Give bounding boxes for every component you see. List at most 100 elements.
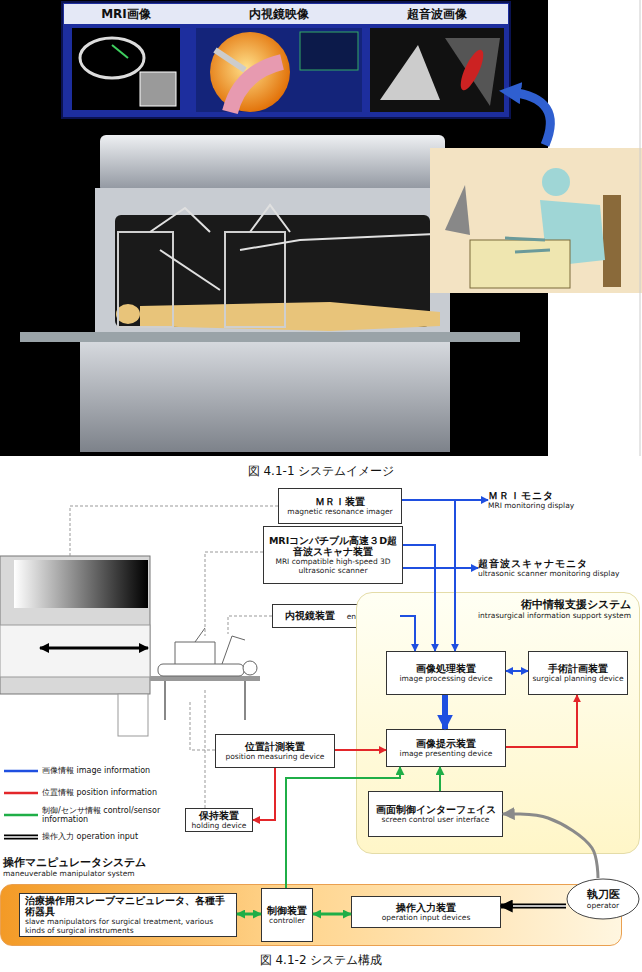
connector-arrow: [237, 914, 261, 915]
node-subtitle: ultrasonic scanner monitoring display: [478, 569, 619, 578]
connector-line: [402, 500, 455, 651]
device-box: MRIコンパチブル高速３D超音波スキャナ装置MRI compatible hig…: [263, 526, 403, 584]
connector-line: [335, 749, 386, 751]
legend-text: 制御/センサ情報 control/sensor information: [42, 806, 167, 824]
node-text: ＭＲＩ装置magnetic resonance imager: [279, 489, 401, 523]
divider: [640, 0, 641, 456]
monitor-label: 超音波スキャナモニタultrasonic scanner monitoring …: [478, 558, 638, 590]
legend-entry: 位置情報 position information: [2, 782, 167, 804]
device-box: 画面制御インターフェイスscreen control user interfac…: [368, 791, 503, 837]
connector-line: [442, 695, 448, 729]
node-title: 保持装置: [199, 810, 239, 821]
patient-table: [150, 676, 260, 681]
connector-line: [286, 767, 400, 888]
node-title: 操作マニピュレータシステム: [3, 856, 146, 869]
connector-arrow: [313, 914, 351, 915]
system-image: [0, 0, 642, 456]
legend-sample: [2, 787, 40, 799]
patient-body: [158, 664, 244, 676]
node-title: 術中情報支援システム: [521, 598, 631, 611]
connector-line: [506, 670, 528, 672]
legend-sample: [2, 831, 40, 843]
image-panel: [62, 2, 510, 118]
node-text: 位置計測装置position measuring device: [216, 735, 334, 767]
node-title: 内視鏡装置: [285, 610, 335, 621]
mri-gantry: [95, 188, 450, 338]
node-subtitle: image presenting device: [400, 749, 493, 758]
node-text: 操作入力装置operation input devices: [352, 897, 500, 927]
instrument: [215, 50, 245, 70]
system-band: 操作マニピュレータシステムmaneuverable manipulator sy…: [0, 884, 622, 946]
connector-arrow: [402, 500, 455, 651]
node-text: 操作マニピュレータシステムmaneuverable manipulator sy…: [3, 856, 146, 878]
mri-base: [118, 694, 148, 736]
mri-needle: [112, 45, 128, 58]
node-subtitle: operation input devices: [382, 913, 471, 922]
legend-line: [4, 835, 38, 840]
node-title: 超音波スキャナモニタ: [478, 558, 588, 569]
node-subtitle: controller: [269, 916, 305, 925]
patient-body: [140, 302, 440, 331]
node-subtitle: slave manipulators for surgical treatmen…: [25, 917, 231, 935]
device-box: 保持装置holding device: [185, 808, 253, 832]
node-text: 画像処理装置image processing device: [387, 652, 505, 694]
legend-entry: 制御/センサ情報 control/sensor information: [2, 804, 167, 826]
node-subtitle: image processing device: [399, 674, 492, 683]
connector-arrow: [506, 695, 577, 747]
device-box: 操作入力装置operation input devices: [351, 896, 501, 928]
manipulator-frame: [225, 232, 285, 327]
node-title: 操作入力装置: [396, 902, 456, 913]
device-box: 画像処理装置image processing device: [386, 651, 506, 695]
node-subtitle: holding device: [192, 821, 247, 830]
connector-arrow: [402, 500, 488, 501]
chair: [603, 195, 621, 287]
panel-heading: 超音波画像: [370, 5, 504, 23]
console: [470, 240, 570, 288]
panel-heading: MRI画像: [72, 5, 180, 23]
connector-line: [506, 695, 577, 747]
connector-line: [503, 814, 598, 878]
connector-line: [501, 904, 566, 909]
endoscope-image: [196, 28, 362, 112]
device-box: 治療操作用スレーブマニピュレータ、各種手術器具slave manipulator…: [19, 893, 237, 937]
mri-slice: [80, 38, 144, 78]
monitor-label: ＭＲＩモニタMRI monitoring display: [488, 490, 628, 520]
node-subtitle: screen control user interface: [382, 815, 490, 824]
mri-housing: [14, 560, 148, 608]
node-text: ＭＲＩモニタMRI monitoring display: [488, 490, 628, 520]
node-text: 保持装置holding device: [186, 809, 252, 831]
console-monitor: [445, 185, 470, 235]
ultrasound-fan: [380, 45, 440, 100]
panel-heading: 内視鏡映像: [196, 5, 362, 23]
node-text: 術中情報支援システムintrasurgical information supp…: [478, 598, 631, 620]
device-box: 画像提示装置image presenting device: [386, 729, 506, 767]
view-arrow: [510, 92, 550, 145]
device-box: ＭＲＩ装置magnetic resonance imager: [278, 488, 402, 524]
node-text: 画面制御インターフェイスscreen control user interfac…: [369, 792, 502, 836]
mri-image: [72, 28, 180, 110]
panel-header: [64, 4, 508, 24]
node-subtitle: MRI monitoring display: [488, 501, 574, 510]
connector-line: [403, 545, 435, 651]
connector-line: [253, 768, 275, 820]
connector-line: [237, 913, 261, 916]
connector-arrow: [445, 695, 446, 729]
figure-caption: 図 4.1-1 システムイメージ: [0, 463, 642, 480]
connector-arrow: [501, 906, 566, 907]
connector-arrow: [286, 767, 400, 888]
node-subtitle: MRI compatible high-speed 3D ultrasonic …: [267, 557, 399, 575]
manipulator-frame: [175, 628, 245, 664]
connector-line: [402, 499, 488, 501]
connector-line: [513, 905, 566, 907]
device-box: 手術計画装置surgical planning device: [528, 651, 628, 695]
legend-line: [4, 792, 38, 795]
node-text: 治療操作用スレーブマニピュレータ、各種手術器具slave manipulator…: [20, 894, 236, 936]
mri-gantry: [0, 556, 150, 694]
connector-line: [400, 616, 415, 651]
connector-line: [403, 567, 478, 569]
legend-entry: 画像情報 image information: [2, 760, 167, 782]
node-text: 画像提示装置image presenting device: [387, 730, 505, 766]
connector-line: [313, 913, 351, 916]
